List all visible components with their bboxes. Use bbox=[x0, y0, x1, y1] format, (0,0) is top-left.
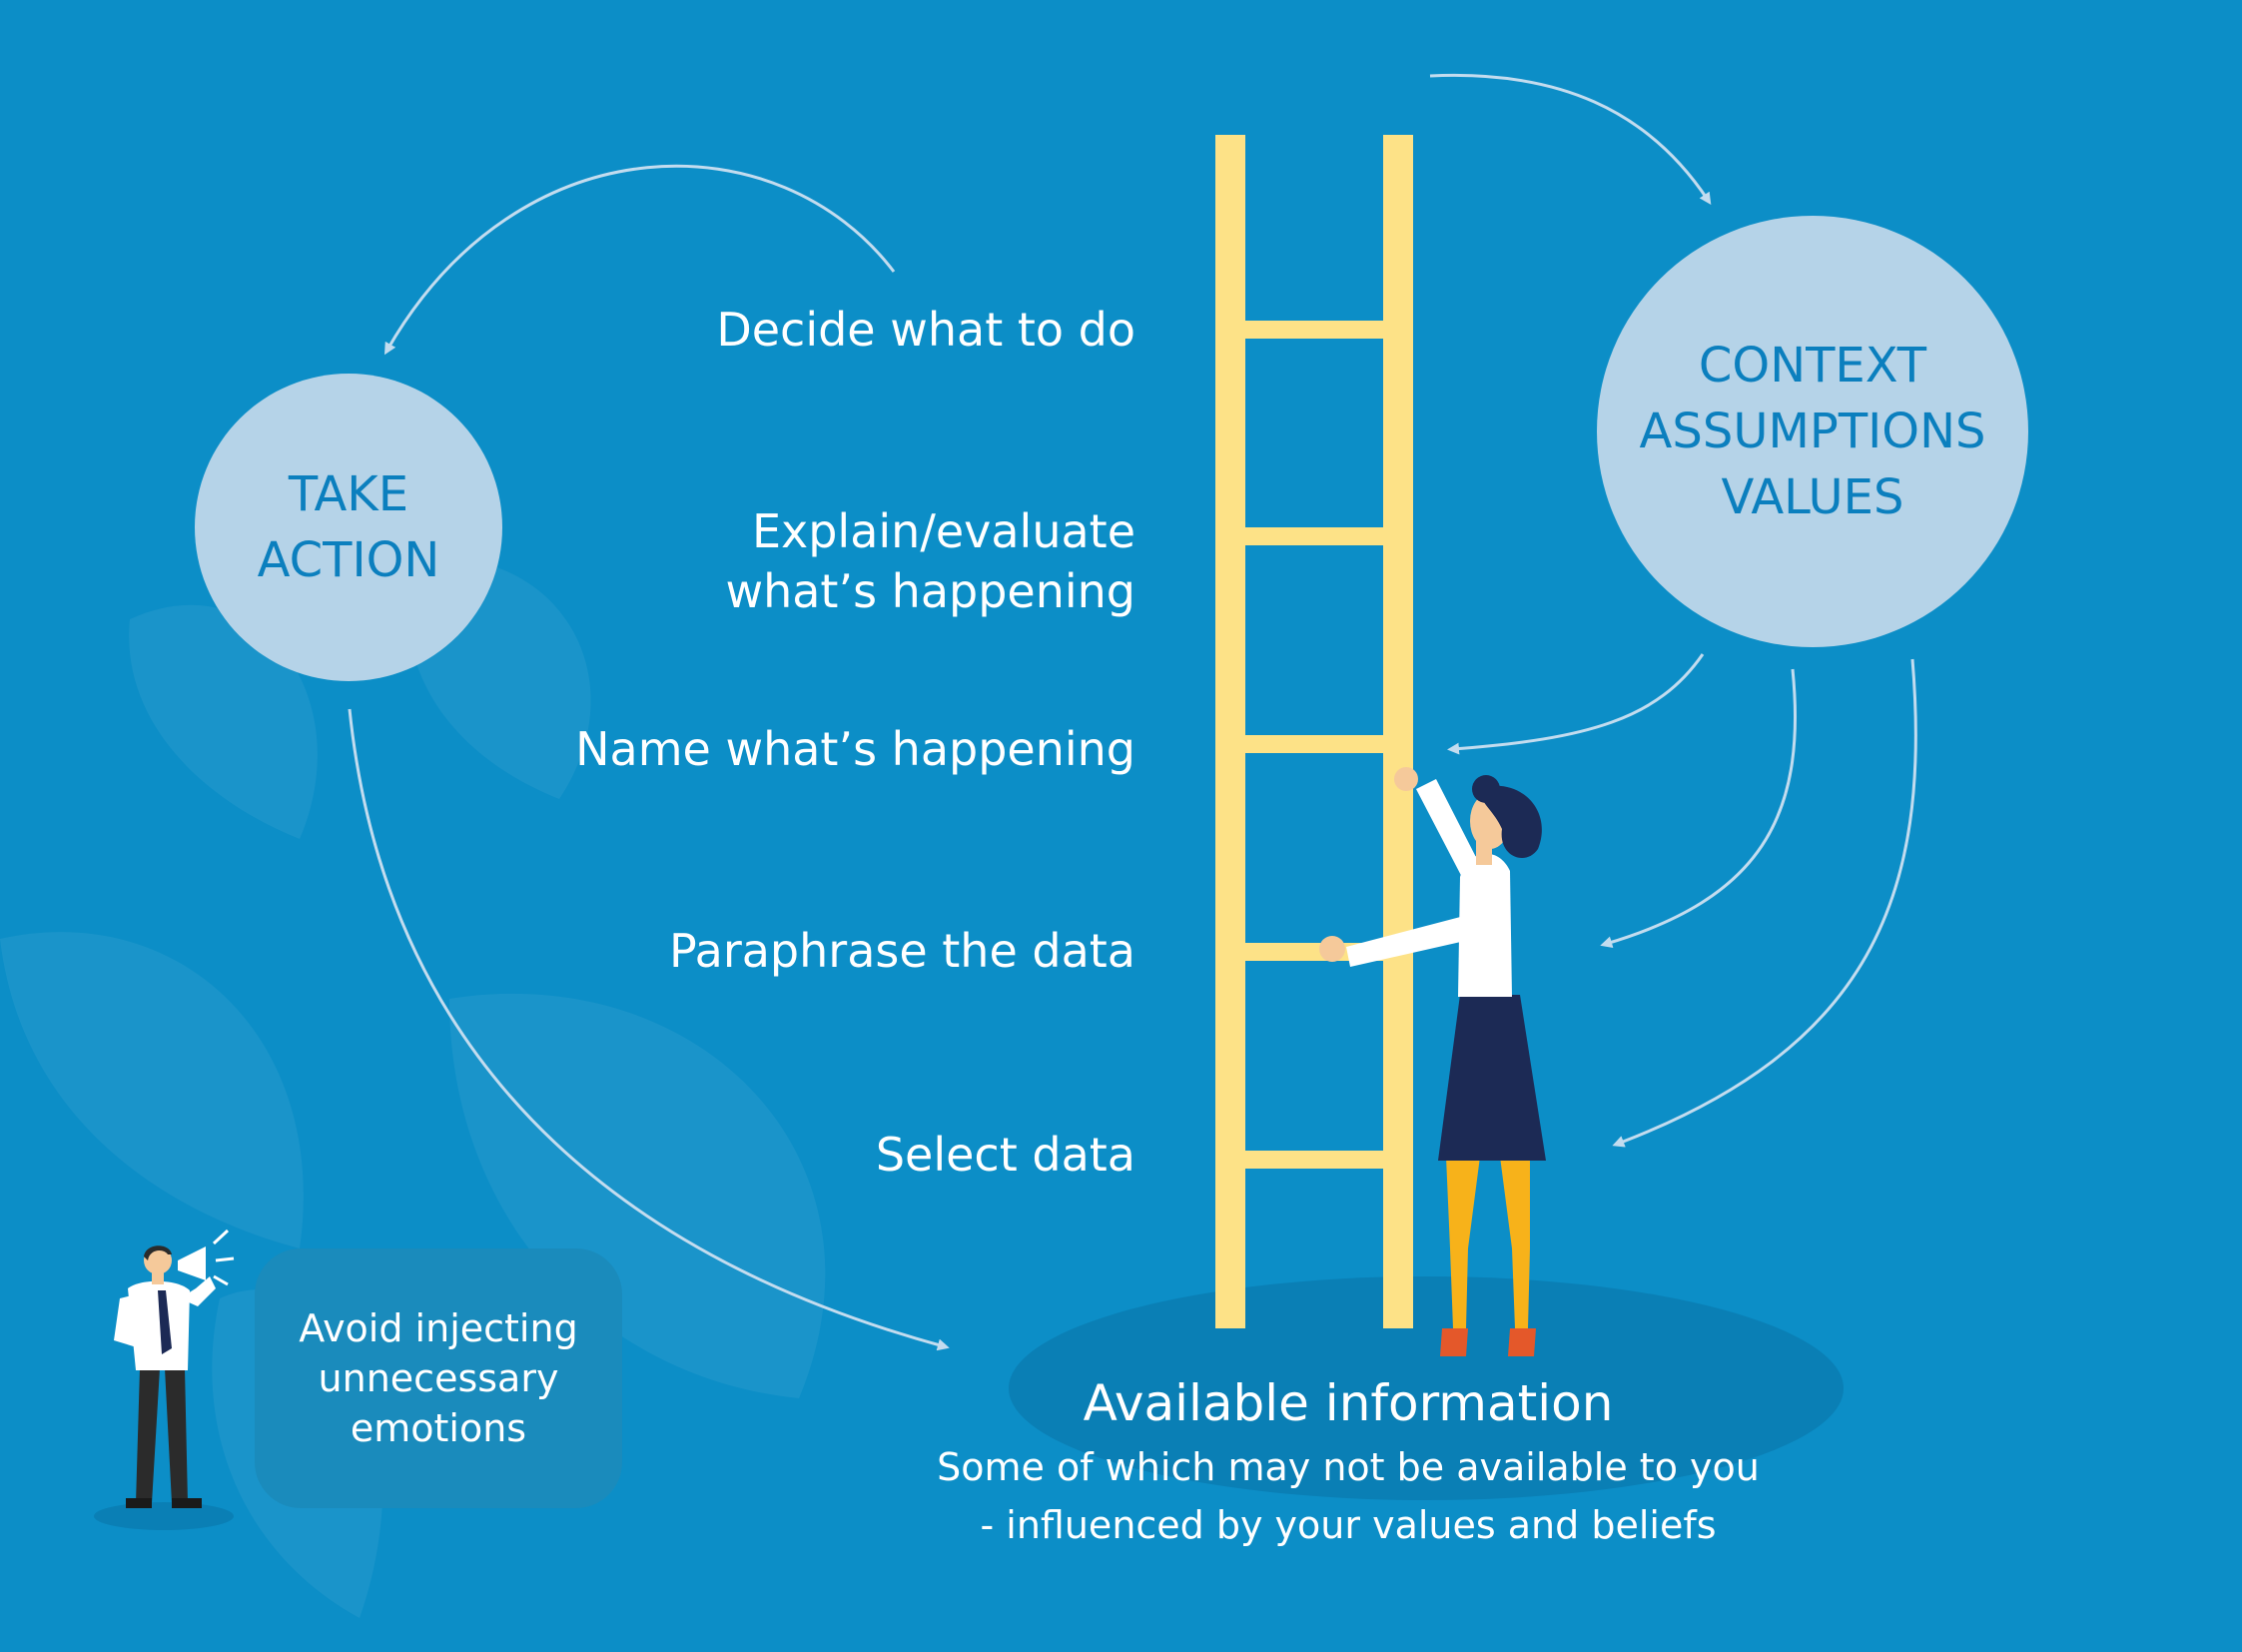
take-action-line2: ACTION bbox=[257, 532, 440, 588]
woman-climbing-ladder-icon bbox=[1319, 767, 1546, 1356]
note-line1: Avoid injecting bbox=[299, 1306, 578, 1350]
rung-label-paraphrase-line1: Paraphrase the data bbox=[668, 924, 1135, 978]
rung-label-decide: Decide what to do bbox=[716, 300, 1135, 360]
rung-label-name-line1: Name what’s happening bbox=[575, 722, 1135, 776]
rung-label-explain-line2: what’s happening bbox=[725, 564, 1135, 618]
context-line3: VALUES bbox=[1721, 469, 1904, 525]
note-line3: emotions bbox=[350, 1406, 527, 1450]
avoid-emotions-note: Avoid injecting unnecessary emotions bbox=[255, 1248, 622, 1508]
rung-label-paraphrase: Paraphrase the data bbox=[669, 921, 1135, 981]
context-line2: ASSUMPTIONS bbox=[1639, 404, 1986, 459]
context-circle bbox=[1597, 216, 2028, 647]
take-action-line1: TAKE bbox=[288, 466, 409, 522]
context-line1: CONTEXT bbox=[1698, 338, 1927, 394]
rung-label-name: Name what’s happening bbox=[575, 719, 1135, 779]
available-information-line2: - influenced by your values and beliefs bbox=[980, 1503, 1717, 1547]
available-information-line1: Some of which may not be available to yo… bbox=[937, 1445, 1760, 1489]
arrow-to-take-action bbox=[384, 164, 896, 356]
available-information-title: Available information bbox=[1083, 1374, 1614, 1432]
note-line2: unnecessary bbox=[318, 1356, 559, 1400]
ground-ellipse bbox=[1009, 1276, 1844, 1500]
rung-label-explain-line1: Explain/evaluate bbox=[751, 504, 1135, 558]
arrow-context-to-paraphrase bbox=[1600, 668, 1797, 949]
arrow-to-context bbox=[1429, 73, 1712, 205]
rung-label-select: Select data bbox=[876, 1125, 1135, 1185]
rung-label-decide-line1: Decide what to do bbox=[716, 303, 1135, 357]
take-action-circle bbox=[195, 374, 502, 681]
arrow-context-to-name-rung bbox=[1447, 653, 1705, 755]
rung-label-explain: Explain/evaluate what’s happening bbox=[725, 501, 1135, 621]
context-label: CONTEXT ASSUMPTIONS VALUES bbox=[1597, 216, 2028, 647]
rung-label-select-line1: Select data bbox=[875, 1128, 1135, 1182]
take-action-label: TAKE ACTION bbox=[195, 374, 502, 681]
arrow-context-to-select bbox=[1612, 658, 1917, 1148]
ladder-icon bbox=[1215, 135, 1413, 1328]
arrow-to-available-info bbox=[348, 708, 950, 1351]
man-with-megaphone-icon bbox=[94, 1229, 235, 1530]
